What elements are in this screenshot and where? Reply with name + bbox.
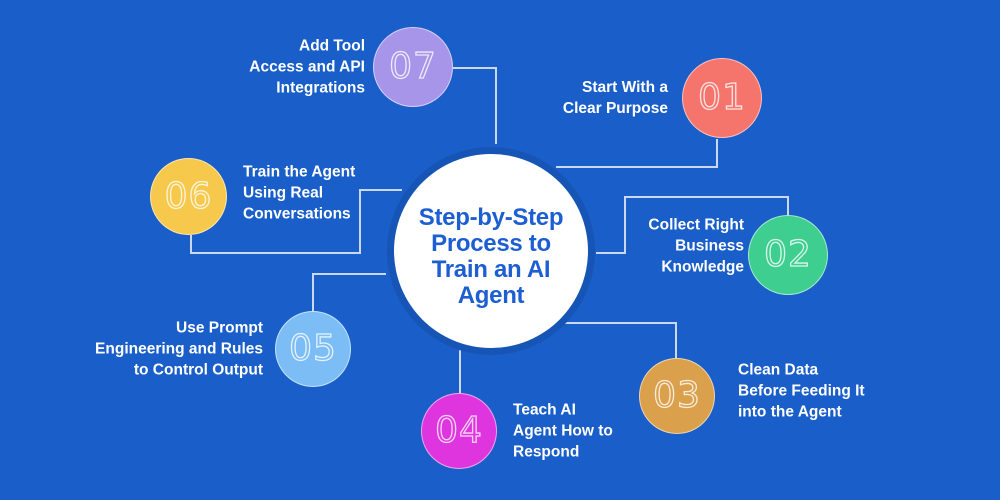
label-line: Access and API bbox=[249, 58, 365, 76]
step-02-circle: 02 bbox=[748, 215, 828, 295]
connector-step-07 bbox=[453, 67, 497, 144]
label-line: Respond bbox=[513, 443, 580, 461]
center-title-line: Process to bbox=[431, 230, 551, 257]
step-01-circle: 01 bbox=[682, 58, 762, 138]
step-04-label: Teach AI Agent How to Respond bbox=[513, 400, 613, 463]
label-line: Clean Data bbox=[738, 361, 819, 379]
label-line: Clear Purpose bbox=[562, 100, 668, 117]
step-06-label: Train the Agent Using Real Conversations bbox=[243, 162, 355, 225]
label-line: Add Tool bbox=[299, 37, 365, 55]
step-02-label: Collect Right Business Knowledge bbox=[648, 215, 744, 278]
label-line: Agent How to bbox=[513, 422, 613, 440]
step-05-label: Use Prompt Engineering and Rules to Cont… bbox=[95, 318, 263, 381]
center-title-line: Train an AI bbox=[431, 256, 551, 283]
step-07-label: Add Tool Access and API Integrations bbox=[249, 36, 365, 99]
connector-step-01 bbox=[556, 139, 718, 168]
label-line: Collect Right bbox=[648, 216, 744, 234]
step-05-circle: 05 bbox=[275, 311, 351, 387]
step-03-number: 03 bbox=[652, 375, 701, 416]
label-line: Use Prompt bbox=[176, 319, 263, 337]
step-07-number: 07 bbox=[388, 46, 437, 87]
step-03-label: Clean Data Before Feeding It into the Ag… bbox=[738, 360, 865, 423]
label-line: Engineering and Rules bbox=[95, 340, 263, 358]
center-title-line: Step-by-Step bbox=[418, 204, 564, 231]
label-line: Integrations bbox=[276, 79, 365, 97]
connector-step-02 bbox=[596, 196, 789, 254]
label-line: Train the Agent bbox=[243, 163, 356, 181]
step-06-number: 06 bbox=[164, 175, 213, 217]
step-01-label: Start With a Clear Purpose bbox=[563, 77, 668, 119]
connector-step-06 bbox=[190, 189, 402, 254]
step-02-number: 02 bbox=[763, 234, 812, 275]
label-line: Knowledge bbox=[661, 258, 744, 276]
step-03-circle: 03 bbox=[639, 358, 715, 434]
step-05-number: 05 bbox=[288, 328, 337, 369]
label-line: Before Feeding It bbox=[738, 382, 865, 400]
label-line: to Control Output bbox=[133, 361, 263, 379]
center-title: Step-by-Step Process to Train an AI Agen… bbox=[404, 193, 579, 309]
label-line: Conversations bbox=[243, 205, 351, 223]
step-01-number: 01 bbox=[697, 77, 746, 118]
label-line: Business bbox=[675, 237, 744, 255]
step-07-circle: 07 bbox=[373, 27, 453, 107]
center-title-line: Agent bbox=[457, 282, 525, 309]
step-06-circle: 06 bbox=[150, 158, 227, 235]
connector-step-05 bbox=[312, 273, 386, 312]
center-circle: Step-by-Step Process to Train an AI Agen… bbox=[394, 154, 588, 348]
step-04-number: 04 bbox=[434, 410, 483, 451]
step-04-circle: 04 bbox=[421, 393, 497, 469]
label-line: into the Agent bbox=[738, 403, 842, 421]
label-line: Using Real bbox=[243, 184, 324, 202]
label-line: Teach AI bbox=[513, 401, 576, 419]
connector-step-03 bbox=[564, 322, 677, 359]
label-line: Start With a bbox=[582, 79, 668, 96]
